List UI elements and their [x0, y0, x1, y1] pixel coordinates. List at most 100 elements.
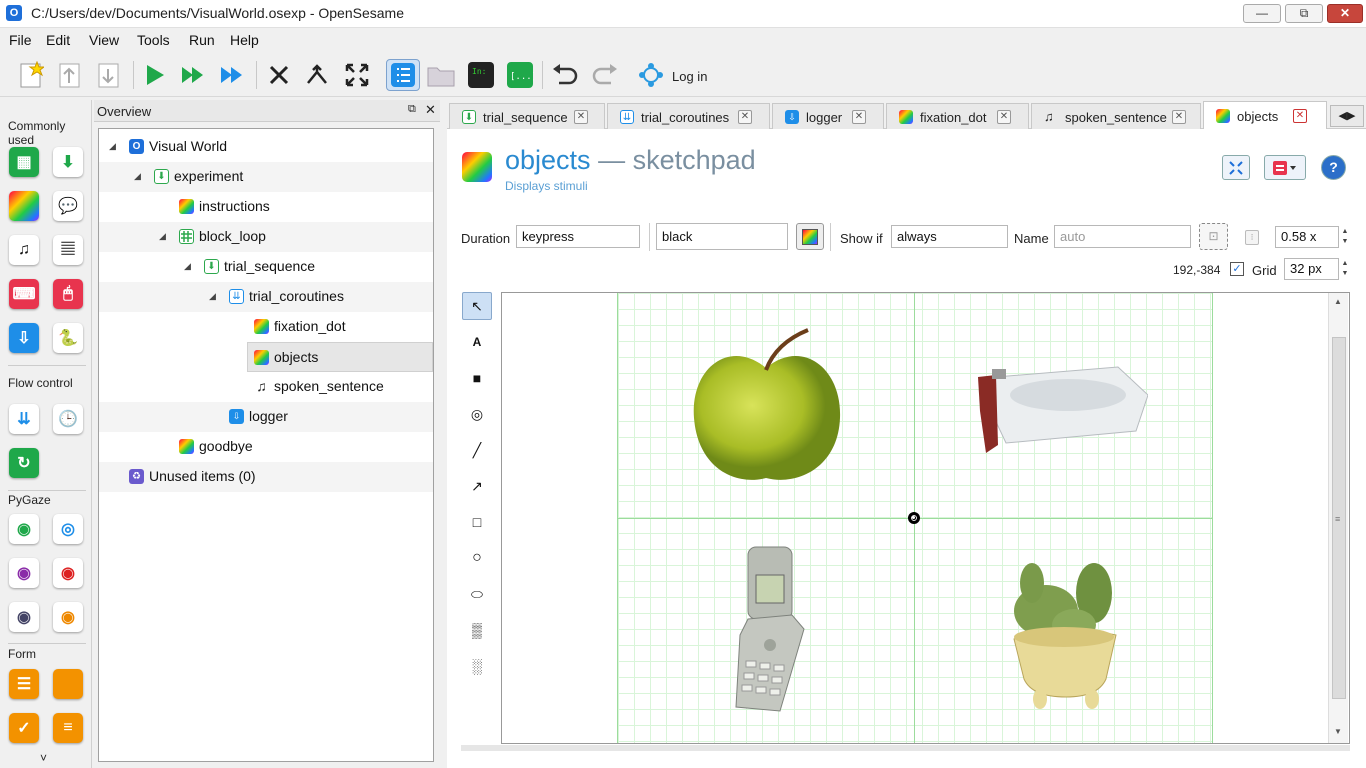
sequence-item-button[interactable]: ⬇	[53, 147, 83, 177]
line-tool[interactable]: ╱	[472, 441, 482, 458]
undo-button[interactable]	[548, 59, 582, 91]
quick-run-button[interactable]	[215, 59, 249, 91]
rect-tool[interactable]: □	[472, 514, 482, 530]
form-multiple-choice-button[interactable]: ✓	[9, 713, 39, 743]
tree-item-unused[interactable]: ♻ Unused items (0)	[99, 462, 433, 492]
script-view-button[interactable]	[1264, 155, 1306, 180]
more-items-arrow-icon[interactable]: ˅	[40, 751, 48, 765]
arrow-tool[interactable]: ↗	[471, 477, 483, 494]
pygaze-stop-recording-button[interactable]: ◉	[9, 602, 39, 632]
synth-item-button[interactable]: 𝄚	[53, 235, 83, 265]
redo-button[interactable]	[588, 59, 622, 91]
flip-phone-image[interactable]	[728, 545, 808, 715]
run-window-button[interactable]	[176, 59, 210, 91]
scroll-thumb[interactable]: ≡	[1332, 337, 1346, 699]
close-tab-icon[interactable]: ✕	[1172, 110, 1186, 124]
gabor-tool[interactable]: ▒	[472, 622, 482, 638]
minimize-button[interactable]: —	[1243, 4, 1281, 23]
show-if-input[interactable]: always	[891, 225, 1008, 248]
tab-trial-coroutines[interactable]: ⇊ trial_coroutines ✕	[607, 103, 770, 129]
tree-item-spoken-sentence[interactable]: ♫ spoken_sentence	[99, 372, 433, 402]
fullscreen-button[interactable]	[340, 59, 374, 91]
close-tab-icon[interactable]: ✕	[997, 110, 1011, 124]
fixdot-tool[interactable]: ◎	[470, 405, 484, 422]
noise-tool[interactable]: ░	[472, 658, 482, 674]
menu-edit[interactable]: Edit	[46, 32, 71, 48]
pygaze-start-recording-button[interactable]: ◉	[53, 558, 83, 588]
menu-run[interactable]: Run	[189, 32, 215, 48]
pygaze-log-button[interactable]: ◉	[9, 558, 39, 588]
text-tool[interactable]: A	[472, 335, 482, 349]
loop-item-button[interactable]: ▦	[9, 147, 39, 177]
tree-item-instructions[interactable]: instructions	[99, 192, 433, 222]
close-window-button[interactable]: ✕	[1327, 4, 1363, 23]
bathtub-image[interactable]	[976, 361, 1149, 453]
grid-checkbox[interactable]: ✓	[1230, 262, 1244, 276]
tree-item-fixation-dot[interactable]: fixation_dot	[99, 312, 433, 342]
zoom-spinner[interactable]: ▲▼	[1338, 227, 1352, 248]
menu-tools[interactable]: Tools	[137, 32, 170, 48]
close-tab-icon[interactable]: ✕	[1293, 109, 1307, 123]
item-description[interactable]: Displays stimuli	[505, 179, 588, 193]
image-tool[interactable]: ■	[472, 370, 482, 386]
help-button[interactable]: ?	[1321, 155, 1346, 180]
form-text-input-button[interactable]: ≡	[53, 713, 83, 743]
tab-logger[interactable]: ⇩ logger ✕	[772, 103, 884, 129]
canvas-vertical-scrollbar[interactable]: ▲ ≡ ▼	[1328, 293, 1348, 743]
menu-help[interactable]: Help	[230, 32, 259, 48]
tree-item-block-loop[interactable]: ◢ block_loop	[99, 222, 433, 252]
fixation-dot-marker[interactable]	[908, 512, 920, 524]
name-input[interactable]: auto	[1054, 225, 1191, 248]
form-consent-button[interactable]	[53, 669, 83, 699]
collapse-arrow-icon[interactable]: ◢	[209, 291, 216, 301]
maximize-button[interactable]: ⧉	[1285, 4, 1323, 23]
spin-up-icon[interactable]: ▲	[1341, 260, 1349, 267]
pygaze-drift-correct-button[interactable]: ◎	[53, 514, 83, 544]
advanced-delay-button[interactable]: 🕒	[53, 404, 83, 434]
grid-size-spinner[interactable]: ▲▼	[1338, 259, 1352, 280]
apple-image[interactable]	[690, 328, 842, 488]
collapse-arrow-icon[interactable]: ◢	[159, 231, 166, 241]
select-tool[interactable]: ↖	[462, 292, 492, 320]
tree-item-trial-coroutines[interactable]: ◢ ⇊ trial_coroutines	[99, 282, 433, 312]
tab-scroll-arrows-icon[interactable]: ◀▶	[1330, 105, 1364, 127]
tree-item-visual-world[interactable]: ◢ O Visual World	[99, 132, 433, 162]
collapse-arrow-icon[interactable]: ◢	[184, 261, 191, 271]
debug-console-button[interactable]: In:	[464, 59, 498, 91]
item-name[interactable]: objects	[505, 145, 591, 175]
collapse-arrow-icon[interactable]: ◢	[109, 141, 116, 151]
form-base-button[interactable]: ☰	[9, 669, 39, 699]
tree-item-objects[interactable]: objects	[247, 342, 433, 372]
tab-trial-sequence[interactable]: ⬇ trial_sequence ✕	[449, 103, 605, 129]
overview-toggle-button[interactable]	[386, 59, 420, 91]
file-pool-button[interactable]	[424, 59, 458, 91]
pygaze-init-button[interactable]: ◉	[9, 514, 39, 544]
feedback-item-button[interactable]: 💬	[53, 191, 83, 221]
pygaze-wait-button[interactable]: ◉	[53, 602, 83, 632]
grid-size-input[interactable]: 32 px	[1284, 258, 1339, 280]
float-panel-icon[interactable]: ⧉	[408, 103, 416, 115]
coroutines-item-button[interactable]: ⇊	[9, 404, 39, 434]
grid-snap-button[interactable]: ⁝	[1245, 230, 1259, 245]
tab-spoken-sentence[interactable]: ♫ spoken_sentence ✕	[1031, 103, 1201, 129]
open-file-button[interactable]	[53, 59, 87, 91]
tab-objects[interactable]: objects ✕	[1203, 101, 1327, 129]
center-button[interactable]: ⊡	[1199, 223, 1228, 250]
scroll-down-icon[interactable]: ▼	[1334, 727, 1342, 736]
close-tab-icon[interactable]: ✕	[852, 110, 866, 124]
circle-tool[interactable]: ○	[472, 549, 482, 566]
ellipse-tool[interactable]: ⬭	[471, 585, 483, 602]
menu-file[interactable]: File	[9, 32, 32, 48]
run-fullscreen-button[interactable]	[137, 59, 171, 91]
color-input[interactable]: black	[656, 223, 788, 250]
new-file-button[interactable]	[14, 59, 48, 91]
logger-item-button[interactable]: ⇩	[9, 323, 39, 353]
scroll-up-icon[interactable]: ▲	[1334, 297, 1342, 306]
close-panel-icon[interactable]: ✕	[425, 102, 436, 117]
tree-item-logger[interactable]: ⇩ logger	[99, 402, 433, 432]
tree-item-experiment[interactable]: ◢ ⬇ experiment	[99, 162, 433, 192]
editor-horizontal-scrollbar[interactable]	[461, 745, 1350, 751]
collapse-arrow-icon[interactable]: ◢	[134, 171, 141, 181]
sketchpad-canvas[interactable]: ▲ ≡ ▼	[501, 292, 1350, 744]
sampler-item-button[interactable]: ♫	[9, 235, 39, 265]
